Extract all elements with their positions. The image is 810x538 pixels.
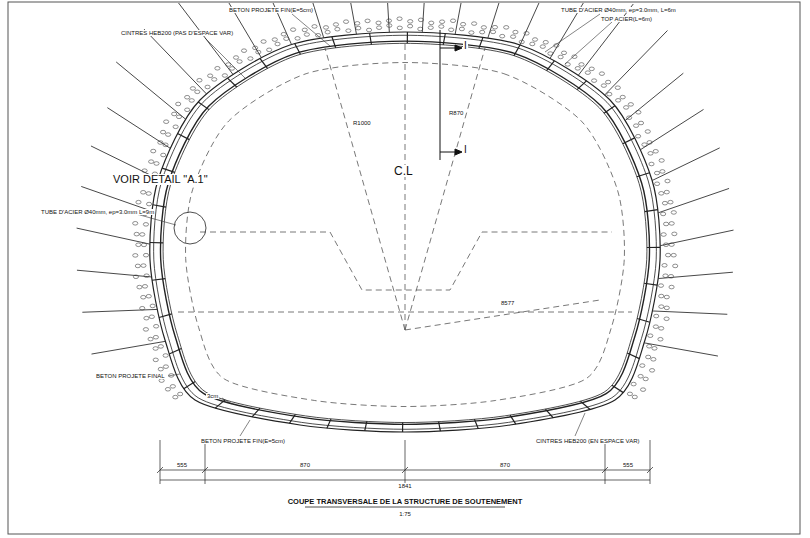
rock-bolt [77,3,734,356]
material-note: BETON PROJETE FIN(E=5cm) [200,438,286,444]
dimension-value: 870 [299,462,311,468]
material-note: CINTRES HEB200 (PAS D'ESPACE VAR) [120,30,234,36]
material-note: CINTRES HEB200 (EN ESPACE VAR) [535,438,640,444]
leader-line [140,14,612,436]
dimension-value: 8577 [500,300,515,306]
radius-dimension: R1000 [352,120,372,126]
title-underline [305,507,505,508]
material-note: BETON PROJETE FIN(E=5cm) [228,7,314,13]
drawing-title: COUPE TRANSVERSALE DE LA STRUCTURE DE SO… [287,498,524,506]
section-letter: I [463,145,468,155]
lining-line [154,35,657,429]
material-note: TUBE D'ACIER Ø40mm, ep=3.0mm, L=6m [560,7,677,13]
section-letter: I [463,41,468,51]
section-marker [440,30,462,160]
radius-dimension: R870 [448,110,464,116]
material-note: TOP ACIER(L=6m) [600,16,653,22]
dimension-line [157,440,653,484]
detail-circle [174,212,206,244]
sheet-frame [8,2,800,534]
lining-line [163,43,647,422]
centerline-label: C.L [393,165,414,177]
dimension-value: 555 [622,462,634,468]
scale-label: 1:75 [398,511,412,517]
dimension-value: 870 [499,462,511,468]
dimension-value: 3cm [206,393,219,399]
detail-reference: VOIR DETAIL "A.1" [112,174,209,185]
material-note: BETON PROJETE FINAL [95,373,166,379]
construction-line [178,40,632,407]
material-note: TUBE D'ACIER Ø40mm, ep=3.0mm L=9m [40,209,155,215]
rock-texture [133,17,678,399]
dimension-value: 1841 [397,483,412,489]
excavation-outline [150,32,660,432]
steel-rib-marks [150,32,660,432]
dimension-value: 555 [176,462,188,468]
